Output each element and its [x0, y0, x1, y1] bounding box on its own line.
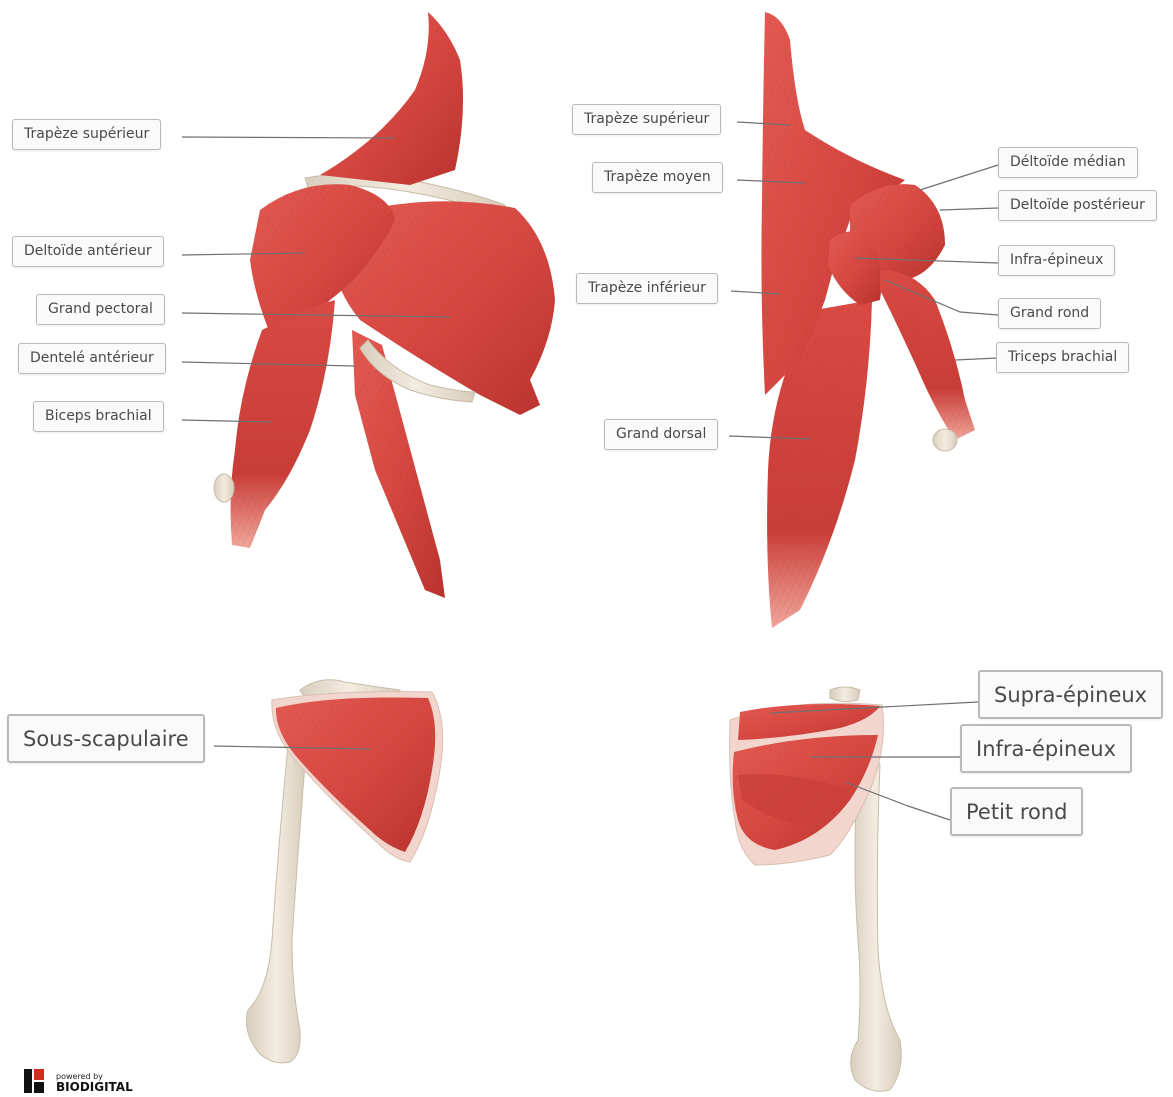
anterior-elbow-bone — [214, 474, 234, 502]
label-grand-rond: Grand rond — [998, 298, 1101, 329]
anterior-cuff-view — [246, 680, 442, 1063]
brand-name: BIODIGITAL — [56, 1081, 133, 1094]
posterior-acromion-bone — [830, 687, 860, 702]
posterior-cuff-view — [730, 687, 902, 1091]
anterior-humerus-bone — [246, 744, 306, 1063]
label-grand-dorsal: Grand dorsal — [604, 419, 718, 450]
posterior-elbow-bone — [933, 429, 957, 451]
label-petit-rond: Petit rond — [950, 787, 1083, 836]
leader-line-trapeze-superieur-ant — [182, 137, 395, 138]
label-grand-pectoral: Grand pectoral — [36, 294, 165, 325]
label-deltoide-median: Déltoïde médian — [998, 147, 1138, 178]
label-triceps-brachial: Triceps brachial — [996, 342, 1129, 373]
label-dentele-anterieur: Dentelé antérieur — [18, 343, 166, 374]
anterior-view — [214, 12, 555, 598]
biodigital-logo-icon — [24, 1069, 46, 1093]
label-deltoide-posterieur: Deltoïde postérieur — [998, 190, 1157, 221]
anterior-biceps-muscle-sheen — [231, 300, 335, 548]
posterior-view — [761, 12, 975, 628]
label-trapeze-superieur-posterior: Trapèze supérieur — [572, 104, 721, 135]
posterior-triceps-muscle-sheen — [880, 270, 975, 440]
label-supra-epineux: Supra-épineux — [978, 670, 1163, 719]
anterior-trapezius-muscle-sheen — [320, 12, 463, 185]
label-infra-epineux-posterior: Infra-épineux — [998, 245, 1115, 276]
label-trapeze-superieur-anterior: Trapèze supérieur — [12, 119, 161, 150]
leader-line-triceps-brachial — [955, 358, 998, 360]
label-infra-epineux-cuff: Infra-épineux — [960, 724, 1132, 773]
label-trapeze-moyen: Trapèze moyen — [592, 162, 723, 193]
leader-line-deltoide-median — [920, 165, 998, 190]
leader-line-deltoide-posterieur — [940, 208, 998, 210]
label-trapeze-inferieur: Trapèze inférieur — [576, 273, 718, 304]
label-biceps-brachial: Biceps brachial — [33, 401, 164, 432]
label-deltoide-anterieur: Deltoïde antérieur — [12, 236, 164, 267]
label-sous-scapulaire: Sous-scapulaire — [7, 714, 205, 763]
